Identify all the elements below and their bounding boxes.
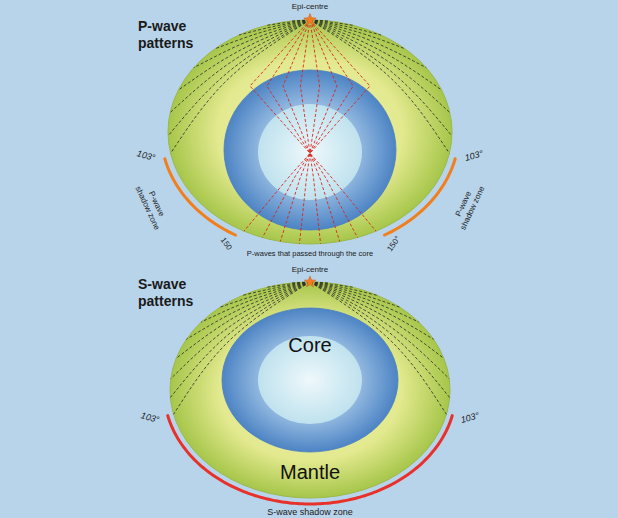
figure-heading: S-wave patterns [138, 276, 218, 310]
angle-label: 150 [218, 236, 234, 252]
core-p-wave-ray [250, 20, 376, 231]
shadow-zone-label: P-wave shadow zone [449, 179, 488, 232]
shadow-zone-arcs [165, 159, 455, 504]
core-p-wave-ray [244, 20, 370, 231]
earth-mantle [168, 20, 452, 244]
core-region: Core [222, 308, 398, 452]
angle-label: 103° [136, 148, 157, 163]
region-label: Core [222, 333, 398, 357]
p-wave-shadow-arc [165, 159, 236, 235]
region-label: Mantle [170, 460, 450, 484]
inner-core [258, 104, 362, 200]
epicentre-label: Epi-centre [292, 2, 328, 12]
angle-label: 103° [140, 410, 161, 425]
epicentre-star [304, 14, 316, 26]
core-p-wave-ray [299, 20, 319, 244]
core-p-wave-ray [280, 20, 337, 242]
epicentre-label: Epi-centre [292, 265, 328, 275]
shadow-zone-label: S-wave shadow zone [267, 507, 353, 518]
core-outline [222, 308, 398, 452]
core-p-wave-ray [262, 20, 353, 238]
p-wave-ray [215, 20, 310, 49]
mantle-region: Mantle Core [170, 282, 450, 498]
angle-label: 103° [464, 148, 485, 163]
epicentre-star [304, 276, 315, 287]
figure-caption: P-waves that passed through the core [247, 249, 373, 258]
core-p-wave-rays [244, 20, 376, 244]
shadow-zone-label: P-wave shadow zone [133, 179, 172, 232]
figure-heading: P-wave patterns [138, 18, 218, 52]
s-wave-ray [310, 282, 400, 307]
outer-core [224, 70, 396, 230]
core-p-wave-ray [300, 20, 320, 244]
outer-core [222, 308, 398, 452]
core-p-wave-ray [283, 20, 340, 242]
s-wave-ray [220, 282, 310, 307]
angle-label: 150° [385, 234, 402, 253]
epicentre-stars [304, 14, 316, 26]
angle-label: 103° [460, 410, 481, 425]
p-wave-ray [310, 20, 405, 49]
earth-mantle [170, 282, 450, 498]
core-p-wave-ray [267, 20, 358, 238]
p-wave-shadow-arc [385, 159, 456, 235]
